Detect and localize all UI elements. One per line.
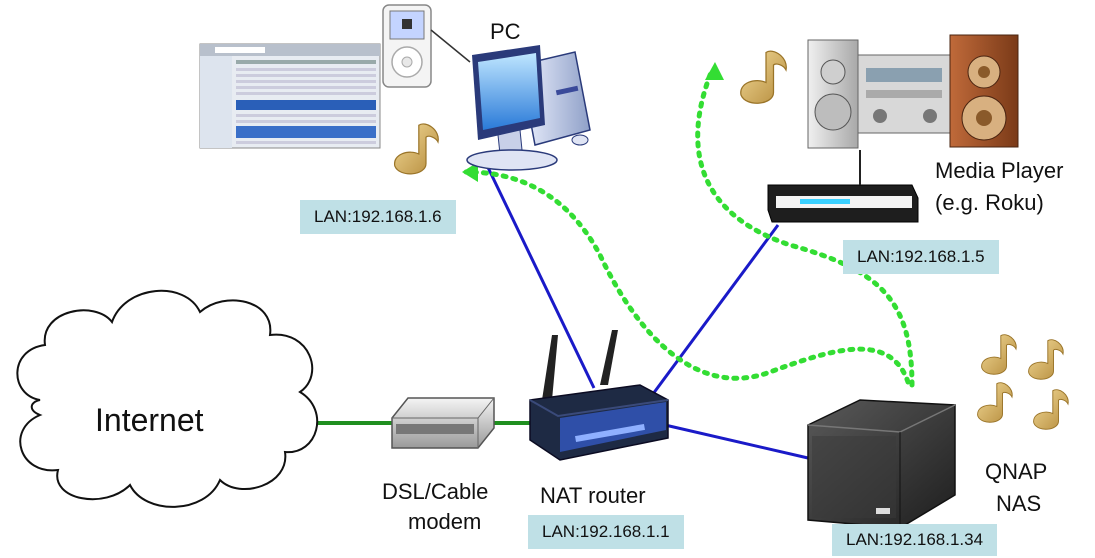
music-note-icon: [981, 334, 1017, 375]
media-player-label: Media Player: [935, 158, 1064, 183]
stream-arrowhead-media: [705, 62, 724, 80]
stream-path-to-media-player: [695, 67, 915, 388]
speaker-system-icon: [807, 34, 1019, 149]
music-note-icon: [393, 123, 439, 175]
modem-label-line2: modem: [408, 509, 482, 534]
lan-address-nas: LAN:192.168.1.34: [832, 524, 998, 556]
nas-label-line2: NAS: [996, 491, 1042, 516]
lan-address-router: LAN:192.168.1.1: [528, 515, 684, 549]
computer-icon: [466, 45, 591, 171]
lan-link-nas-router: [664, 423, 809, 460]
stream-arrowhead-pc: [462, 162, 478, 182]
stream-path-to-pc: [463, 169, 911, 385]
set-top-box-icon: [767, 150, 919, 223]
cloud-icon: [16, 289, 319, 508]
nas-label: QNAP: [985, 459, 1048, 484]
lan-address-media-player: LAN:192.168.1.5: [843, 240, 999, 274]
nas-icon: [807, 399, 956, 529]
ipod-icon: [382, 4, 471, 88]
modem-icon: [391, 397, 495, 449]
lan-link-media-router: [648, 224, 780, 399]
lan-address-pc: LAN:192.168.1.6: [300, 200, 456, 234]
internet-label: Internet: [95, 402, 204, 438]
modem-label: DSL/Cable: [382, 479, 489, 504]
media-player-example-label: (e.g. Roku): [935, 190, 1044, 215]
router-label: NAT router: [540, 483, 646, 508]
music-note-icon: [1028, 339, 1064, 380]
media-software-screenshot: [199, 43, 381, 149]
wireless-router-icon: [529, 330, 669, 461]
music-note-icon: [1033, 389, 1069, 430]
music-note-icon: [740, 50, 787, 104]
music-note-icon: [977, 382, 1013, 423]
pc-label: PC: [490, 19, 521, 44]
lan-link-pc-router: [480, 154, 596, 389]
